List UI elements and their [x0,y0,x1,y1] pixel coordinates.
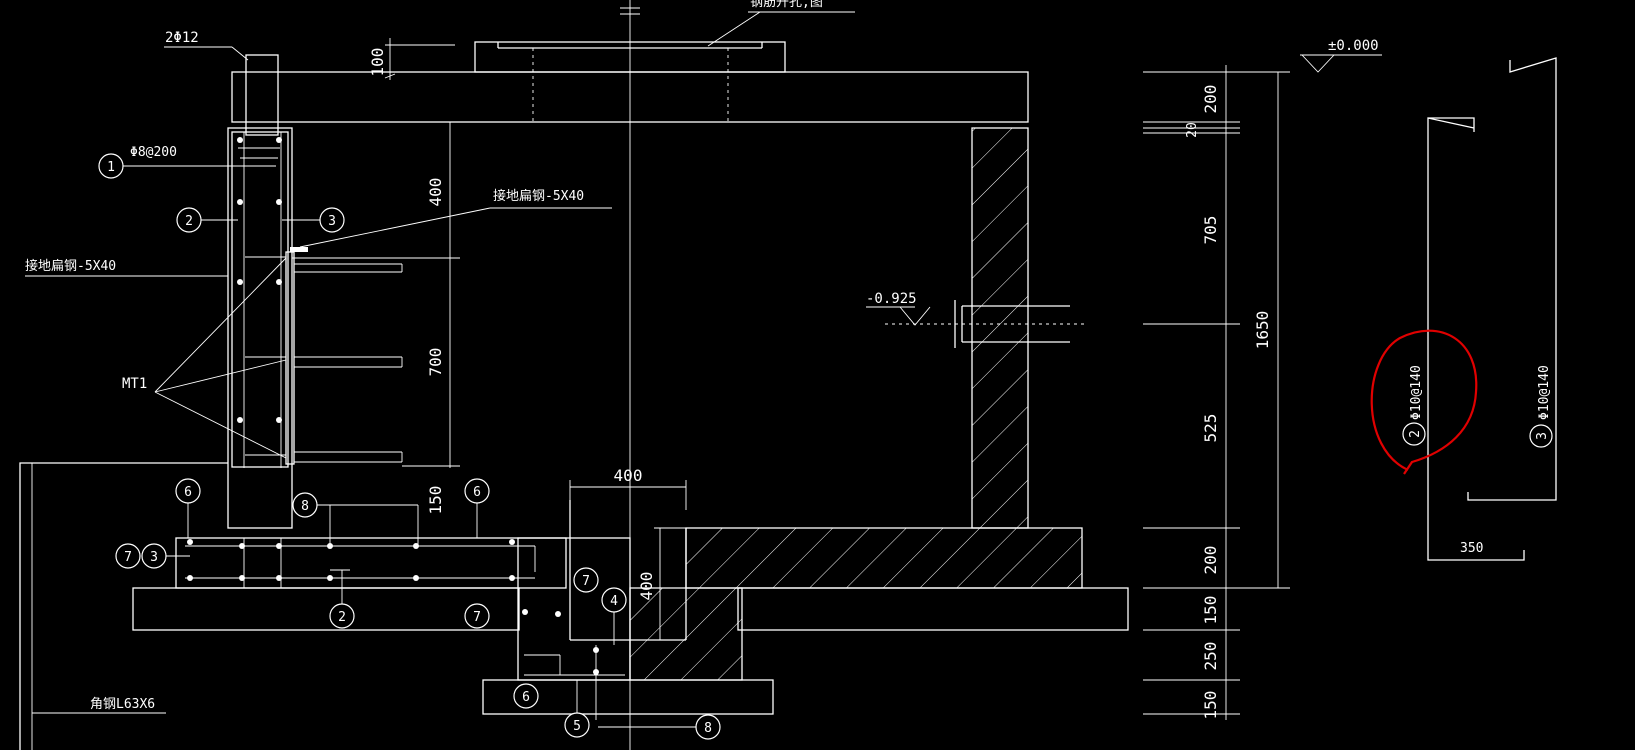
bar2-mark: 2 [1408,430,1423,438]
dim-chain-5: 150 [1201,596,1220,625]
upper-spacing-text: 400 [426,178,445,207]
wall-pipe: -0.925 [866,291,1085,348]
marker-7c: 7 [582,574,590,589]
bar3-mark: 3 [1535,432,1550,440]
marker-2b: 2 [338,610,346,625]
bar2-label: Φ10@140 [1409,365,1424,420]
marker-5: 5 [573,719,581,734]
marker-6c: 6 [522,690,530,705]
wall-markers: 1 Φ8@200 2 3 [98,145,345,233]
bottom-slab [175,537,567,589]
wall-rebar [237,137,282,423]
marker-6a: 6 [184,485,192,500]
pipe-elevation-text: -0.925 [866,291,917,307]
bar3-length: 350 [1460,541,1483,556]
stirrup-text: Φ8@200 [130,145,177,160]
pit-depth-text: 400 [637,572,656,601]
marker-7b: 7 [473,610,481,625]
sump-pit: 400 400 [517,466,690,720]
bottom-markers: 6 8 6 7 3 2 7 7 4 6 5 8 [115,478,721,740]
marker-4: 4 [610,594,618,609]
lower-spacing-text: 150 [426,486,445,515]
embedded-plates [245,247,403,465]
right-dim-chain: 200 20 705 525 200 150 250 150 1650 ±0.0… [1143,38,1382,720]
marker-2: 2 [185,214,193,229]
bar3-detail: Φ10@140 3 [1467,57,1557,501]
dim-chain-1: 20 [1185,122,1200,138]
dim-chain-3: 525 [1201,414,1220,443]
dim-chain-2: 705 [1201,216,1220,245]
left-wall: 2Φ12 [164,30,293,529]
angle-steel-text: 角钢L63X6 [90,697,155,712]
marker-1: 1 [107,160,115,175]
bar3-label: Φ10@140 [1537,365,1552,420]
mt1-callout: MT1 [122,257,287,459]
wall-dim-chain: 400 700 150 [292,122,460,514]
dim-chain-4: 200 [1201,546,1220,575]
right-wall [629,127,1083,681]
dim-chain-6: 250 [1201,642,1220,671]
slab-dim: 100 [368,38,455,80]
grounding-left-text: 接地扁钢-5X40 [25,258,116,274]
marker-3b: 3 [150,550,158,565]
marker-8b: 8 [704,721,712,736]
dim-chain-0: 200 [1201,85,1220,114]
grounding-right-text: 接地扁钢-5X40 [493,188,584,204]
angle-steel: 角钢L63X6 [19,462,228,750]
dim-chain-7: 150 [1201,691,1220,720]
cover-note-text: 钢筋开孔,图 [750,0,823,10]
slab-thickness-text: 100 [368,48,387,77]
marker-3: 3 [328,214,336,229]
mt1-text: MT1 [122,376,147,392]
grounding-callouts: 接地扁钢-5X40 接地扁钢-5X40 [25,188,612,277]
marker-6b: 6 [473,485,481,500]
marker-7a: 7 [124,550,132,565]
middle-spacing-text: 700 [426,348,445,377]
bar2-detail: Φ10@140 2 350 [1370,117,1525,561]
red-markup-circle [1370,329,1478,475]
marker-8a: 8 [301,499,309,514]
top-slab: 钢筋开孔,图 [231,0,1029,123]
elevation-top-text: ±0.000 [1328,38,1379,54]
total-height-text: 1650 [1253,311,1272,350]
pit-width-text: 400 [614,466,643,485]
top-bar-text: 2Φ12 [165,30,199,46]
